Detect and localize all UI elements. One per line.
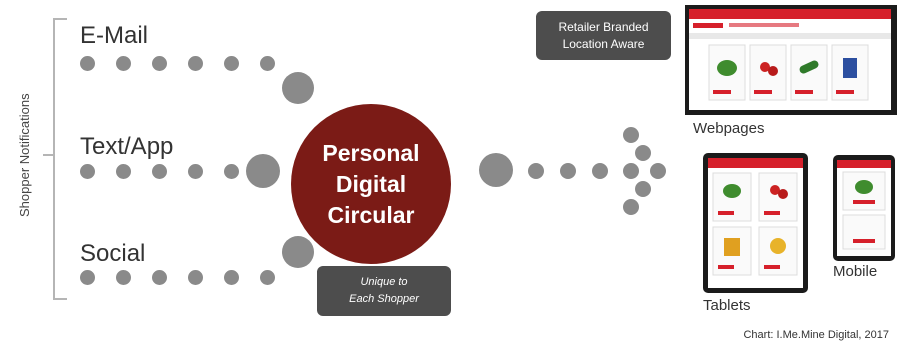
text-app-dot	[224, 164, 239, 179]
social-dot	[80, 270, 95, 285]
mobile-mockup	[833, 155, 895, 261]
email-dot	[224, 56, 239, 71]
arrow-dot	[623, 199, 639, 215]
webpages-label: Webpages	[693, 120, 765, 137]
webpage-mockup	[685, 5, 897, 115]
chart-credit: Chart: I.Me.Mine Digital, 2017	[743, 329, 889, 341]
email-dot	[260, 56, 275, 71]
text-app-dot	[152, 164, 167, 179]
retailer-branded-callout: Retailer Branded Location Aware	[536, 11, 671, 60]
output-large-dot	[479, 153, 513, 187]
arrow-dot	[635, 145, 651, 161]
channel-email-label: E-Mail	[80, 22, 149, 49]
social-large-dot	[282, 236, 314, 268]
arrow-dot	[650, 163, 666, 179]
unique-shopper-callout: Unique to Each Shopper	[317, 266, 451, 316]
tablet-mockup	[703, 153, 808, 293]
shopper-notifications-label: Shopper Notifications	[17, 93, 32, 217]
email-large-dot	[282, 72, 314, 104]
social-dot	[224, 270, 239, 285]
arrow-dot	[635, 181, 651, 197]
social-dot	[188, 270, 203, 285]
channel-social-label: Social	[80, 240, 146, 267]
email-dot	[152, 56, 167, 71]
social-dot	[260, 270, 275, 285]
arrow-dot	[623, 163, 639, 179]
personal-digital-circular: Personal Digital Circular	[291, 104, 451, 264]
email-dot	[116, 56, 131, 71]
text-app-dot	[188, 164, 203, 179]
channels-bracket	[53, 18, 67, 300]
arrow-dot	[623, 127, 639, 143]
email-dot	[80, 56, 95, 71]
mobile-label: Mobile	[833, 263, 878, 280]
social-dot	[116, 270, 131, 285]
output-dot	[592, 163, 608, 179]
text-app-dot	[80, 164, 95, 179]
center-circle-label: Personal Digital Circular	[322, 139, 420, 228]
text-app-large-dot	[246, 154, 280, 188]
output-dot	[528, 163, 544, 179]
social-dot	[152, 270, 167, 285]
text-app-dot	[116, 164, 131, 179]
tablets-label: Tablets	[703, 297, 751, 314]
output-dot	[560, 163, 576, 179]
email-dot	[188, 56, 203, 71]
bracket-tick	[43, 154, 53, 156]
channel-text-app-label: Text/App	[80, 133, 174, 160]
